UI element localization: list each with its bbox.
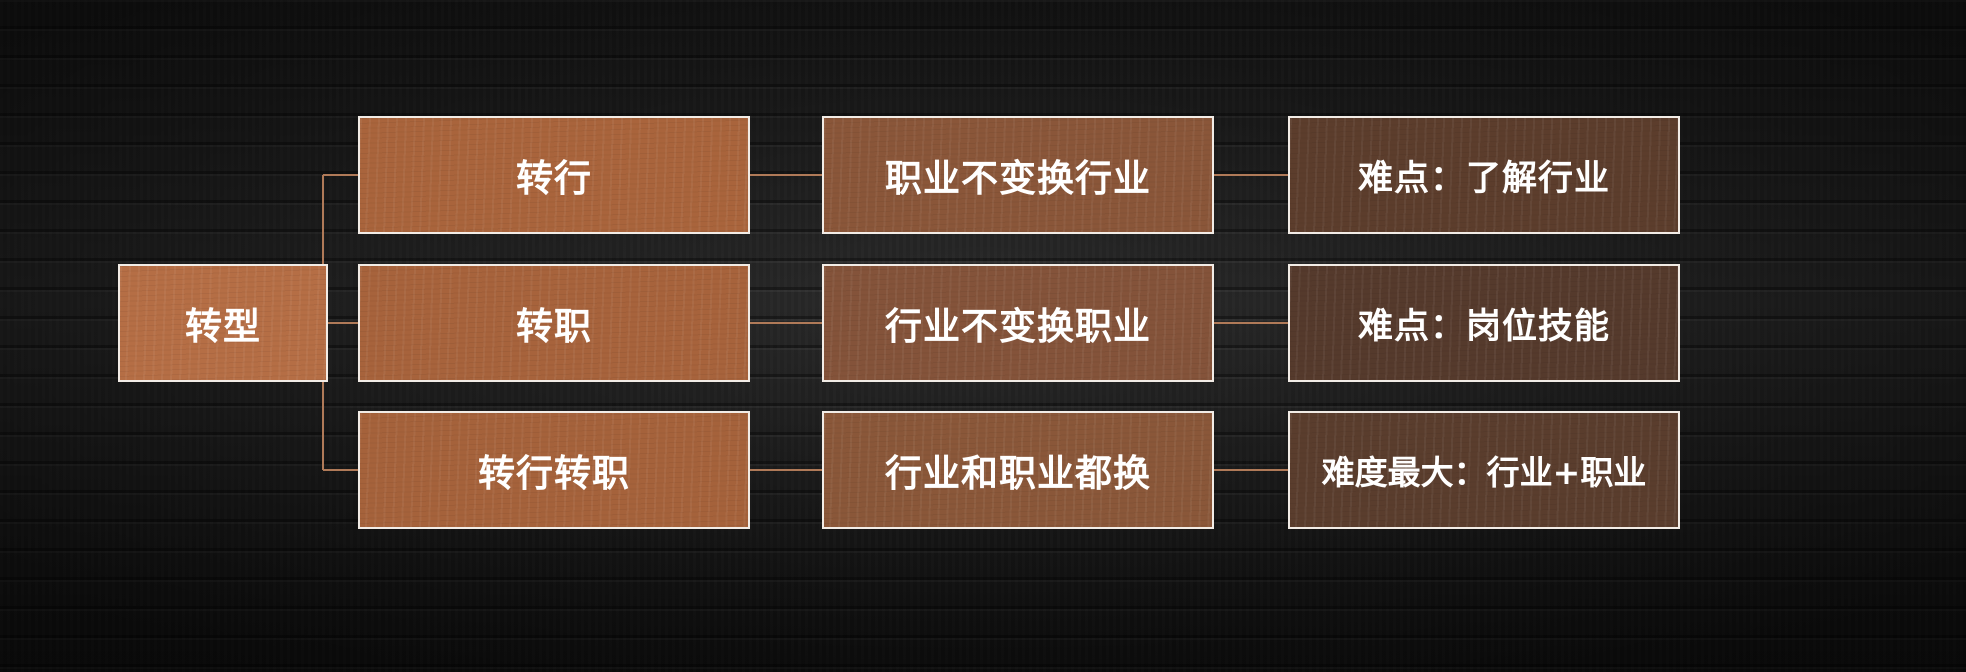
- branch-3-change-label: 行业和职业都换: [885, 452, 1151, 495]
- branch-3-difficulty-box: 难度最大：行业+职业: [1288, 411, 1680, 529]
- branch-2-change-box: 行业不变换职业: [822, 264, 1214, 382]
- root-node-box: 转型: [118, 264, 328, 382]
- branch-1-difficulty-box: 难点：了解行业: [1288, 116, 1680, 234]
- branch-2-type-box: 转职: [358, 264, 750, 382]
- branch-2-type-label: 转职: [516, 305, 592, 348]
- branch-1-change-box: 职业不变换行业: [822, 116, 1214, 234]
- branch-3-type-label: 转行转职: [478, 452, 630, 495]
- branch-1-difficulty-label: 难点：了解行业: [1357, 158, 1610, 199]
- branch-3-difficulty-label: 难度最大：行业+职业: [1321, 453, 1647, 492]
- branch-1-type-label: 转行: [516, 157, 592, 200]
- branch-1-change-label: 职业不变换行业: [885, 157, 1151, 200]
- branch-2-difficulty-label: 难点：岗位技能: [1357, 306, 1610, 347]
- branch-2-change-label: 行业不变换职业: [885, 305, 1151, 348]
- branch-2-difficulty-box: 难点：岗位技能: [1288, 264, 1680, 382]
- branch-3-change-box: 行业和职业都换: [822, 411, 1214, 529]
- branch-3-type-box: 转行转职: [358, 411, 750, 529]
- branch-1-type-box: 转行: [358, 116, 750, 234]
- root-node-label: 转型: [185, 305, 261, 348]
